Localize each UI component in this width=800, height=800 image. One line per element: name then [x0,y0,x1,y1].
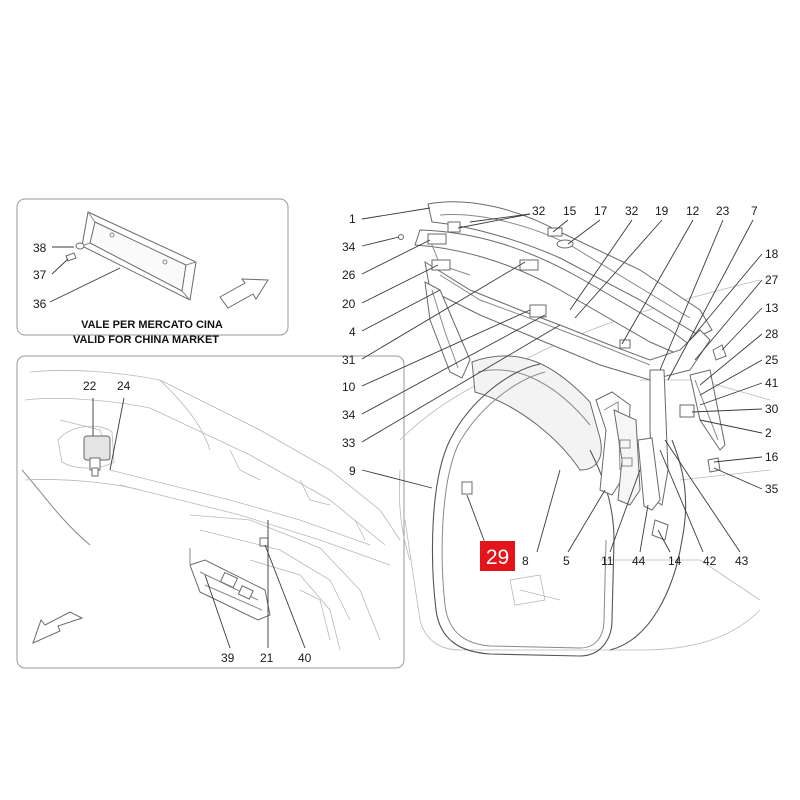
label-7: 7 [751,204,758,218]
label-43: 43 [735,554,749,568]
inset-box-bumper [16,355,405,669]
label-30: 30 [765,402,779,416]
main-trunk-drawing [398,201,771,657]
label-11: 11 [601,554,614,568]
bumper-bracket [189,548,271,621]
part-29-clip [461,481,473,495]
label-25: 25 [765,353,779,367]
label-38: 38 [33,241,47,255]
label-34b: 34 [342,408,356,422]
label-23: 23 [716,204,730,218]
label-22: 22 [83,379,97,393]
label-44: 44 [632,554,646,568]
label-17: 17 [594,204,608,218]
label-20: 20 [342,297,356,311]
leader-lines [361,207,763,553]
label-5: 5 [563,554,570,568]
label-41: 41 [765,376,779,390]
label-32: 32 [532,204,546,218]
highlight-part-29[interactable]: 29 [480,541,515,571]
main-labels: 1 34 26 20 4 31 10 34 33 9 32 15 17 32 1… [342,204,779,568]
label-26: 26 [342,268,356,282]
licence-plate-frame [81,211,197,301]
label-28: 28 [765,327,779,341]
parking-sensor [57,425,115,477]
clip-40 [259,537,269,547]
inset-rear-bumper: 22 24 39 21 40 [16,355,405,669]
direction-arrow-icon [219,278,269,309]
label-31: 31 [342,353,356,367]
market-note-it: VALE PER MERCATO CINA [81,319,223,331]
label-18: 18 [765,247,779,261]
fastener-small [65,242,85,262]
label-36: 36 [33,297,47,311]
label-34: 34 [342,240,356,254]
label-8: 8 [522,554,529,568]
label-35: 35 [765,482,779,496]
market-note-en: VALID FOR CHINA MARKET [73,334,219,346]
label-9: 9 [349,464,356,478]
label-21: 21 [260,651,274,665]
label-42: 42 [703,554,717,568]
direction-arrow-icon-2 [32,611,84,644]
inset-china-market: 38 37 36 VALE PER MERCATO CINA VALID FOR… [16,198,289,346]
label-19: 19 [655,204,669,218]
label-40: 40 [298,651,312,665]
label-4: 4 [349,325,356,339]
label-15: 15 [563,204,577,218]
label-24: 24 [117,379,131,393]
label-37: 37 [33,268,47,282]
label-27: 27 [765,273,779,287]
highlight-box [480,541,515,571]
label-39: 39 [221,651,235,665]
label-12: 12 [686,204,700,218]
label-16: 16 [765,450,779,464]
label-13: 13 [765,301,779,315]
label-32b: 32 [625,204,639,218]
label-14: 14 [668,554,682,568]
label-1: 1 [349,212,356,226]
label-33: 33 [342,436,356,450]
highlight-label-29: 29 [486,546,509,569]
label-10: 10 [342,380,356,394]
label-2: 2 [765,426,772,440]
bumper-drawing [21,370,401,651]
